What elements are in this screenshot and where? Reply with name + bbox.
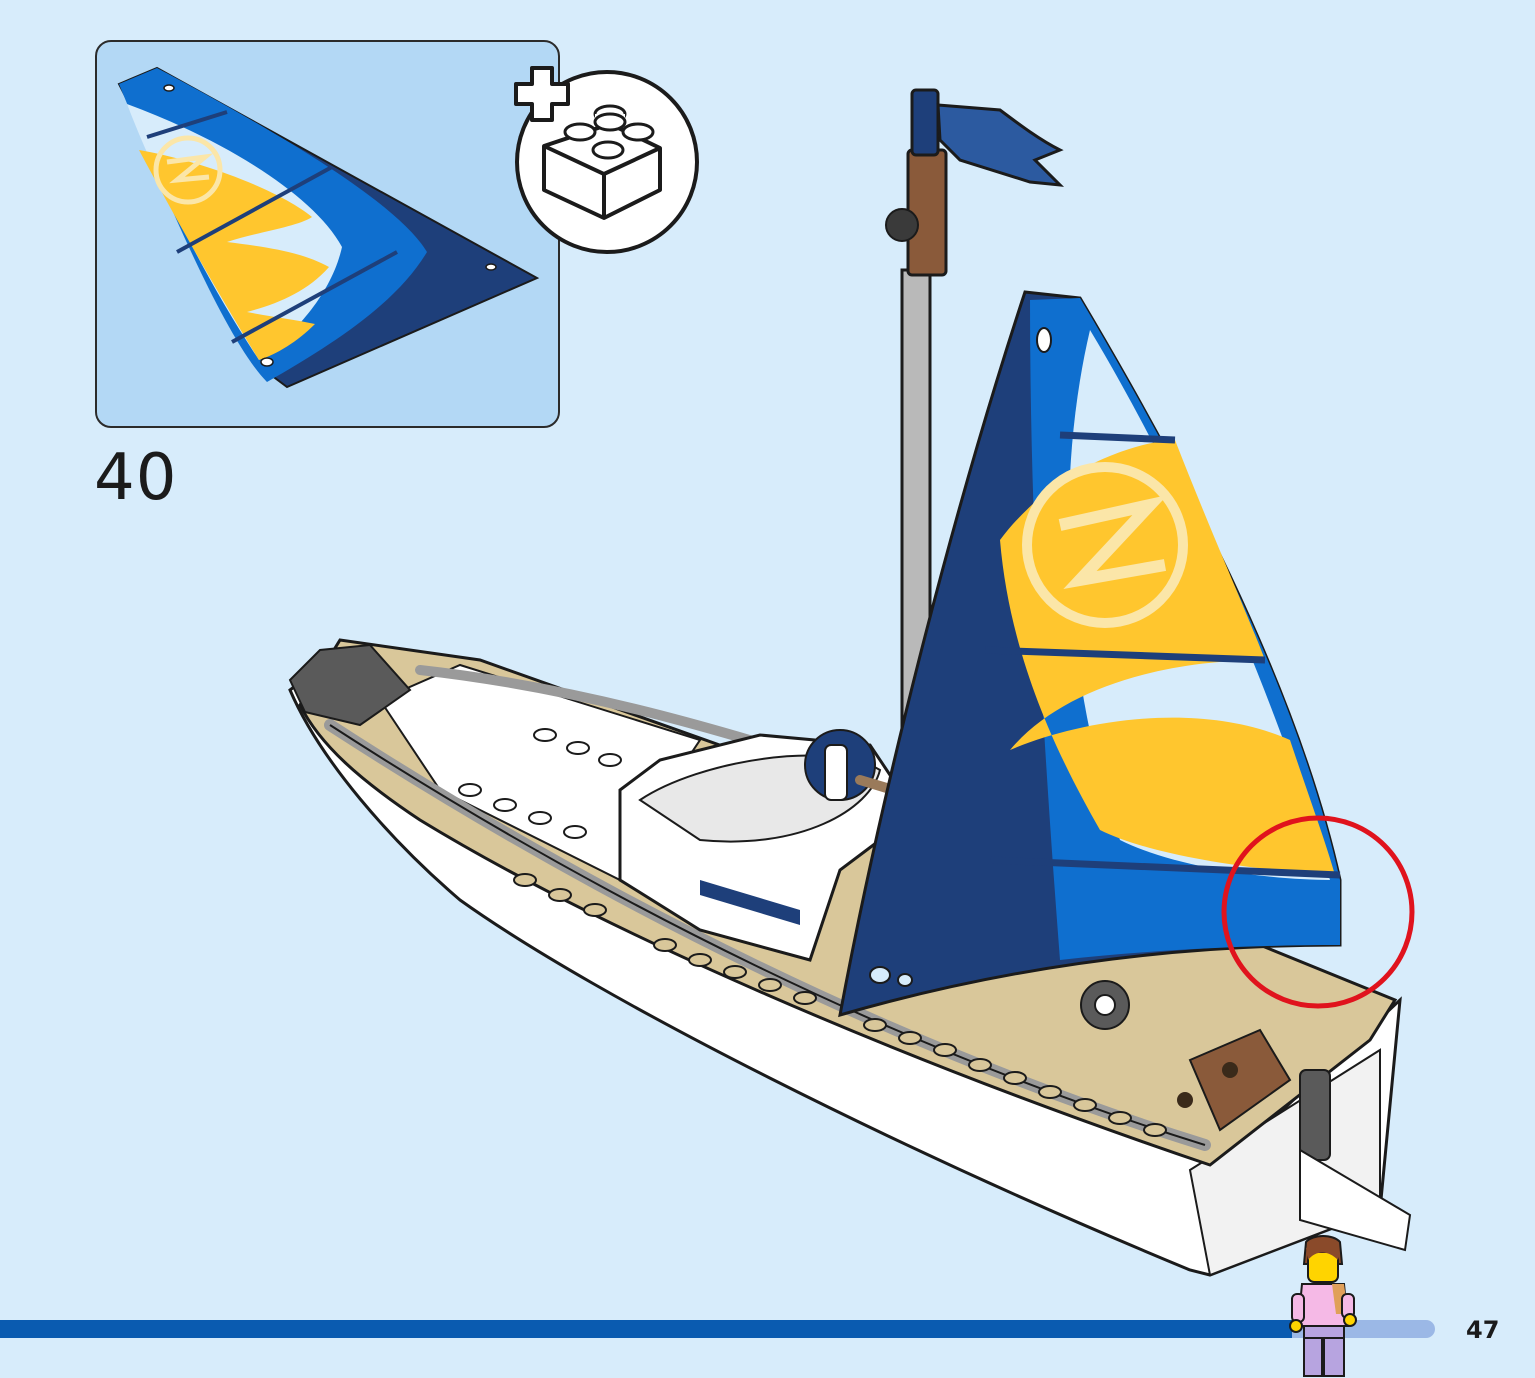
progress-fill	[0, 1320, 1292, 1338]
step-number: 40	[94, 441, 178, 515]
sail-piece-icon	[117, 66, 540, 389]
highlight-circle	[1221, 815, 1415, 1009]
minifigure-icon	[1289, 1235, 1357, 1377]
parts-callout	[95, 40, 560, 428]
page-number: 47	[1466, 1316, 1500, 1344]
flag	[936, 103, 1065, 187]
add-brick-icon	[514, 66, 699, 254]
progress-bar	[0, 1320, 1435, 1338]
